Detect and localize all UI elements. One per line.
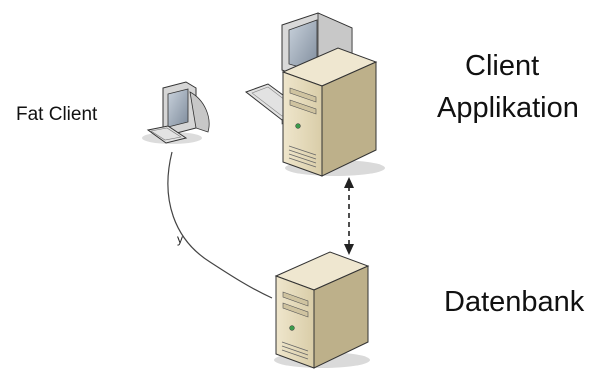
client-to-database-connector (344, 177, 354, 255)
connector-label: y (177, 232, 183, 246)
server-tower-icon (274, 251, 370, 369)
fat-client-label: Fat Client (16, 104, 98, 125)
client-app-label-line1: Client (465, 50, 540, 82)
client-tower (281, 47, 378, 177)
client-app-label-line2: Applikation (437, 92, 579, 124)
laptop-icon (142, 81, 210, 144)
arrowhead-up (344, 177, 354, 188)
pc-with-tower-icon (244, 12, 385, 177)
arrowhead-down (344, 244, 354, 255)
database-label: Datenbank (444, 286, 585, 318)
fat-client-to-database-line (167, 151, 273, 299)
